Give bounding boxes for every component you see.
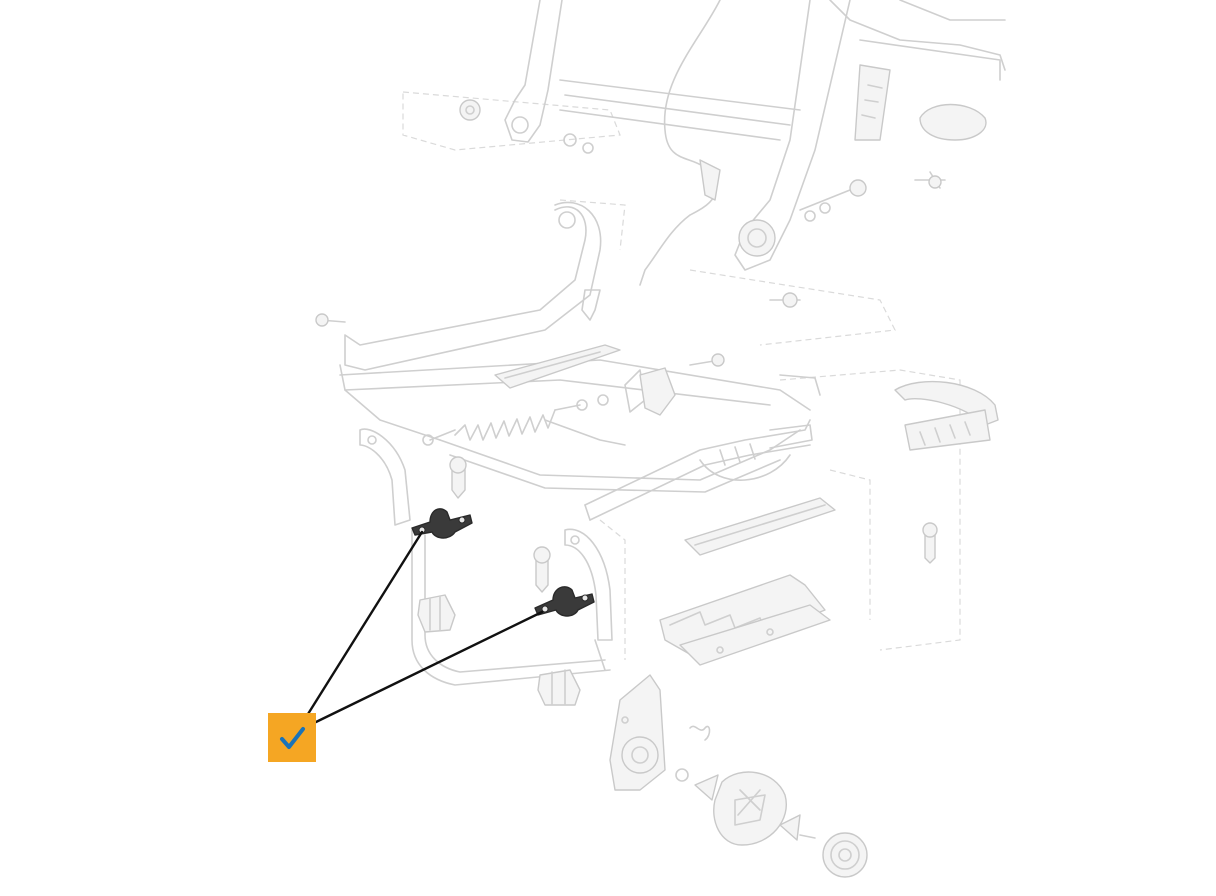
center-rail	[494, 344, 725, 416]
release-cable	[639, 0, 721, 286]
release-lever	[544, 419, 811, 521]
leader-lines	[306, 530, 544, 724]
back-frame	[459, 0, 1006, 271]
leader-line-lower	[314, 610, 544, 724]
checkmark-icon	[280, 726, 305, 749]
dashed-frame-outlines	[402, 91, 961, 660]
seat-hinge-arm	[315, 201, 602, 371]
tension-spring	[422, 399, 588, 446]
seat-frame	[339, 359, 821, 493]
recline-knob-assembly	[738, 64, 987, 308]
bushings	[417, 594, 581, 706]
callout-marker[interactable]	[268, 713, 316, 762]
slide-rails	[659, 497, 836, 666]
adjust-handle	[894, 380, 999, 451]
leader-line-upper	[306, 530, 424, 716]
highlighted-bracket-lower[interactable]	[534, 586, 595, 617]
highlighted-bracket-upper[interactable]	[411, 508, 473, 539]
bolts	[449, 456, 938, 593]
recliner-mechanism	[609, 674, 868, 878]
